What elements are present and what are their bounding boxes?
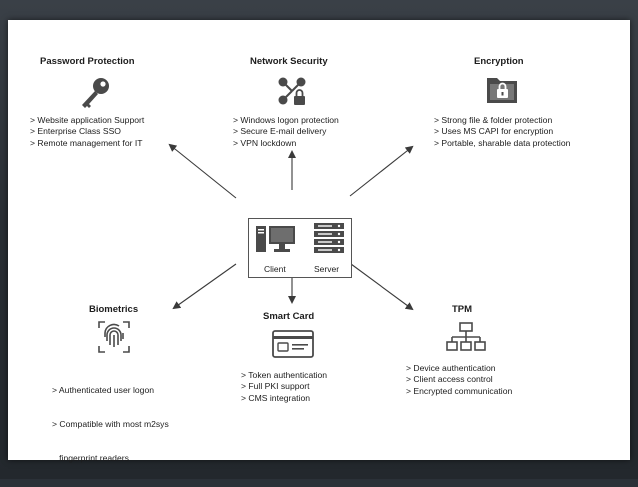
tpm-list: > Device authentication > Client access … [406, 363, 512, 397]
arrow-to-encryption [349, 145, 414, 197]
biometrics-title: Biometrics [89, 304, 139, 315]
client-label: Client [264, 264, 286, 274]
encryption-list: > Strong file & folder protection > Uses… [434, 115, 570, 149]
arrow-to-tpm [350, 263, 414, 311]
biometrics-list: > Authenticated user logon > Compatible … [52, 362, 169, 487]
list-item: > Full PKI support [241, 381, 310, 392]
desktop-computer-icon [256, 226, 295, 252]
list-item: > VPN lockdown [233, 137, 297, 148]
arrow-to-biometrics [172, 263, 237, 310]
client-server-box: Client Server [248, 218, 352, 278]
list-item: > Device authentication [406, 363, 496, 373]
fingerprint-icon [98, 321, 130, 353]
network-security-title: Network Security [250, 56, 328, 67]
arrow-to-password [168, 143, 237, 199]
password-protection-list: > Website application Support > Enterpri… [30, 115, 144, 149]
list-item: > Authenticated user logon [52, 384, 155, 395]
server-rack-icon [314, 223, 344, 253]
list-item: > Enterprise Class SSO [30, 126, 121, 137]
key-icon [82, 78, 109, 108]
list-item: > Compatible with most m2sys [52, 419, 169, 430]
smart-card-title: Smart Card [263, 311, 315, 322]
list-item: > Encrypted communication [406, 385, 513, 396]
server-label: Server [314, 264, 340, 274]
folder-lock-icon [487, 78, 517, 103]
tpm-hierarchy-icon [446, 322, 486, 351]
list-item: > CMS integration [241, 392, 311, 403]
network-security-list: > Windows logon protection > Secure E-ma… [233, 115, 339, 149]
list-item: > Token authentication [241, 370, 328, 380]
list-item: > Secure E-mail delivery [233, 126, 327, 137]
encryption-title: Encryption [474, 56, 524, 67]
list-item: > Portable, sharable data protection [434, 137, 571, 148]
network-nodes-lock-icon [278, 77, 306, 105]
list-item: > Strong file & folder protection [434, 115, 553, 125]
smart-card-list: > Token authentication > Full PKI suppor… [241, 370, 327, 404]
password-protection-title: Password Protection [40, 56, 135, 67]
list-item: > Uses MS CAPI for encryption [434, 126, 554, 137]
tpm-title: TPM [452, 304, 473, 315]
diagram-slide: Password Protection > Website applicatio… [8, 20, 630, 463]
connector-arrows [168, 143, 414, 311]
smart-card-icon [272, 330, 314, 358]
list-item: fingerprint readers [52, 453, 129, 464]
list-item: > Website application Support [30, 115, 145, 125]
list-item: > Remote management for IT [30, 137, 143, 148]
list-item: > Windows logon protection [233, 115, 339, 125]
list-item: > Client access control [406, 374, 493, 385]
